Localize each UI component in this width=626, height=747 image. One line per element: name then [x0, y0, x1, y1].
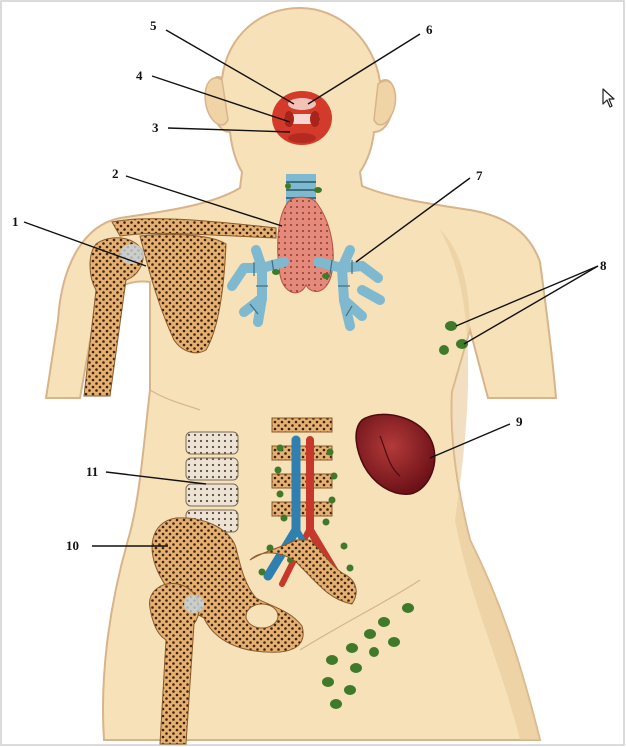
- label-5: 5: [150, 18, 157, 33]
- label-6: 6: [426, 22, 433, 37]
- label-9: 9: [516, 414, 523, 429]
- femur-head-highlight: [184, 595, 204, 613]
- mouse-pointer-icon: [602, 88, 616, 108]
- label-10: 10: [66, 538, 79, 553]
- tonsils: [272, 91, 332, 145]
- label-8: 8: [600, 258, 607, 273]
- label-7: 7: [476, 168, 483, 183]
- label-3: 3: [152, 120, 159, 135]
- label-4: 4: [136, 68, 143, 83]
- label-2: 2: [112, 166, 119, 181]
- label-11: 11: [86, 464, 98, 479]
- label-1: 1: [12, 214, 19, 229]
- obturator-foramen: [246, 604, 278, 628]
